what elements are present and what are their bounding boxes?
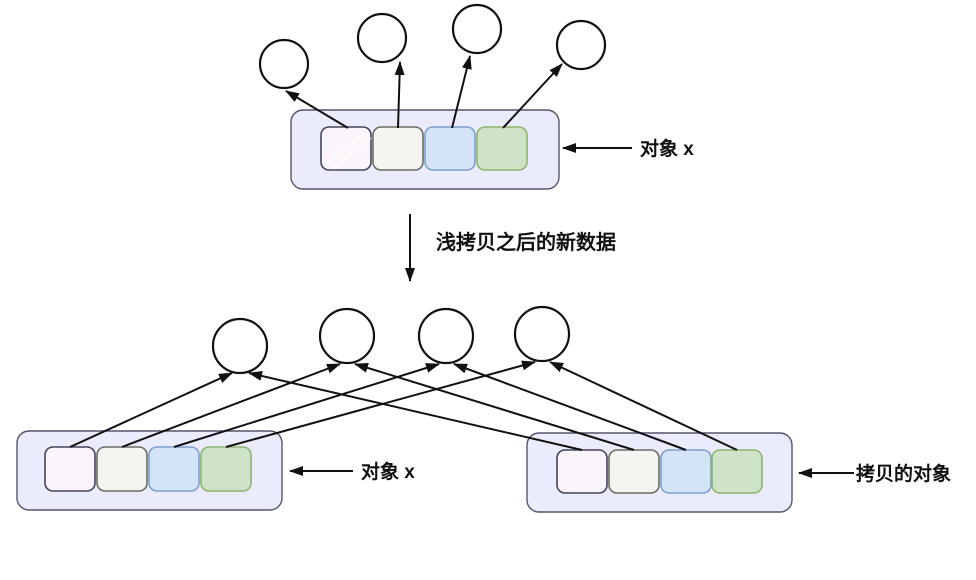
bottom-left-cell-4 [200, 446, 252, 492]
bottom-left-cell-3 [148, 446, 200, 492]
top-heap-circle-2 [356, 12, 408, 64]
left-reference-arrow-1 [69, 372, 233, 448]
bottom-left-cell-1 [44, 446, 96, 492]
bottom-left-object-label: 对象 x [361, 460, 415, 483]
bottom-right-cell-4 [711, 449, 763, 494]
left-reference-arrow-3 [173, 363, 440, 448]
bottom-right-cell-2 [608, 449, 660, 494]
top-object-group: 对象 x [258, 3, 694, 190]
right-reference-arrow-4 [549, 361, 738, 451]
right-reference-arrow-1 [248, 371, 583, 451]
right-reference-arrow-2 [354, 363, 635, 451]
top-reference-arrow-1 [285, 90, 349, 129]
bottom-right-object-label: 拷贝的对象 [856, 462, 951, 485]
caption-label: 浅拷贝之后的新数据 [436, 230, 616, 254]
top-reference-arrow-2 [394, 61, 405, 129]
cell-sheen [326, 132, 372, 170]
right-reference-arrow-3 [453, 363, 687, 451]
shallow-copy-step-group: 浅拷贝之后的新数据 [405, 214, 616, 282]
shared-heap-circle-4 [513, 305, 571, 363]
top-reference-arrow-3 [451, 55, 472, 129]
bottom-shared-heap-group [211, 305, 571, 375]
top-heap-circle-4 [555, 19, 607, 71]
left-reference-arrow-2 [121, 363, 341, 448]
top-reference-arrow-4 [502, 63, 563, 129]
bottom-right-cell-3 [660, 449, 712, 494]
top-heap-circle-3 [451, 3, 503, 55]
bottom-right-object-group: 拷贝的对象 [248, 361, 951, 513]
bottom-left-object-group: 对象 x [16, 360, 536, 511]
left-reference-arrow-4 [225, 360, 536, 448]
top-object-cell-4 [476, 126, 528, 171]
shared-heap-circle-2 [318, 307, 376, 365]
top-object-cell-3 [424, 126, 476, 171]
bottom-right-cell-1 [556, 449, 608, 494]
top-object-label: 对象 x [640, 137, 694, 160]
shared-heap-circle-1 [211, 317, 269, 375]
top-heap-circle-1 [258, 38, 310, 90]
shared-heap-circle-3 [417, 307, 475, 365]
bottom-left-cell-2 [96, 446, 148, 492]
top-object-cell-2 [372, 126, 424, 171]
